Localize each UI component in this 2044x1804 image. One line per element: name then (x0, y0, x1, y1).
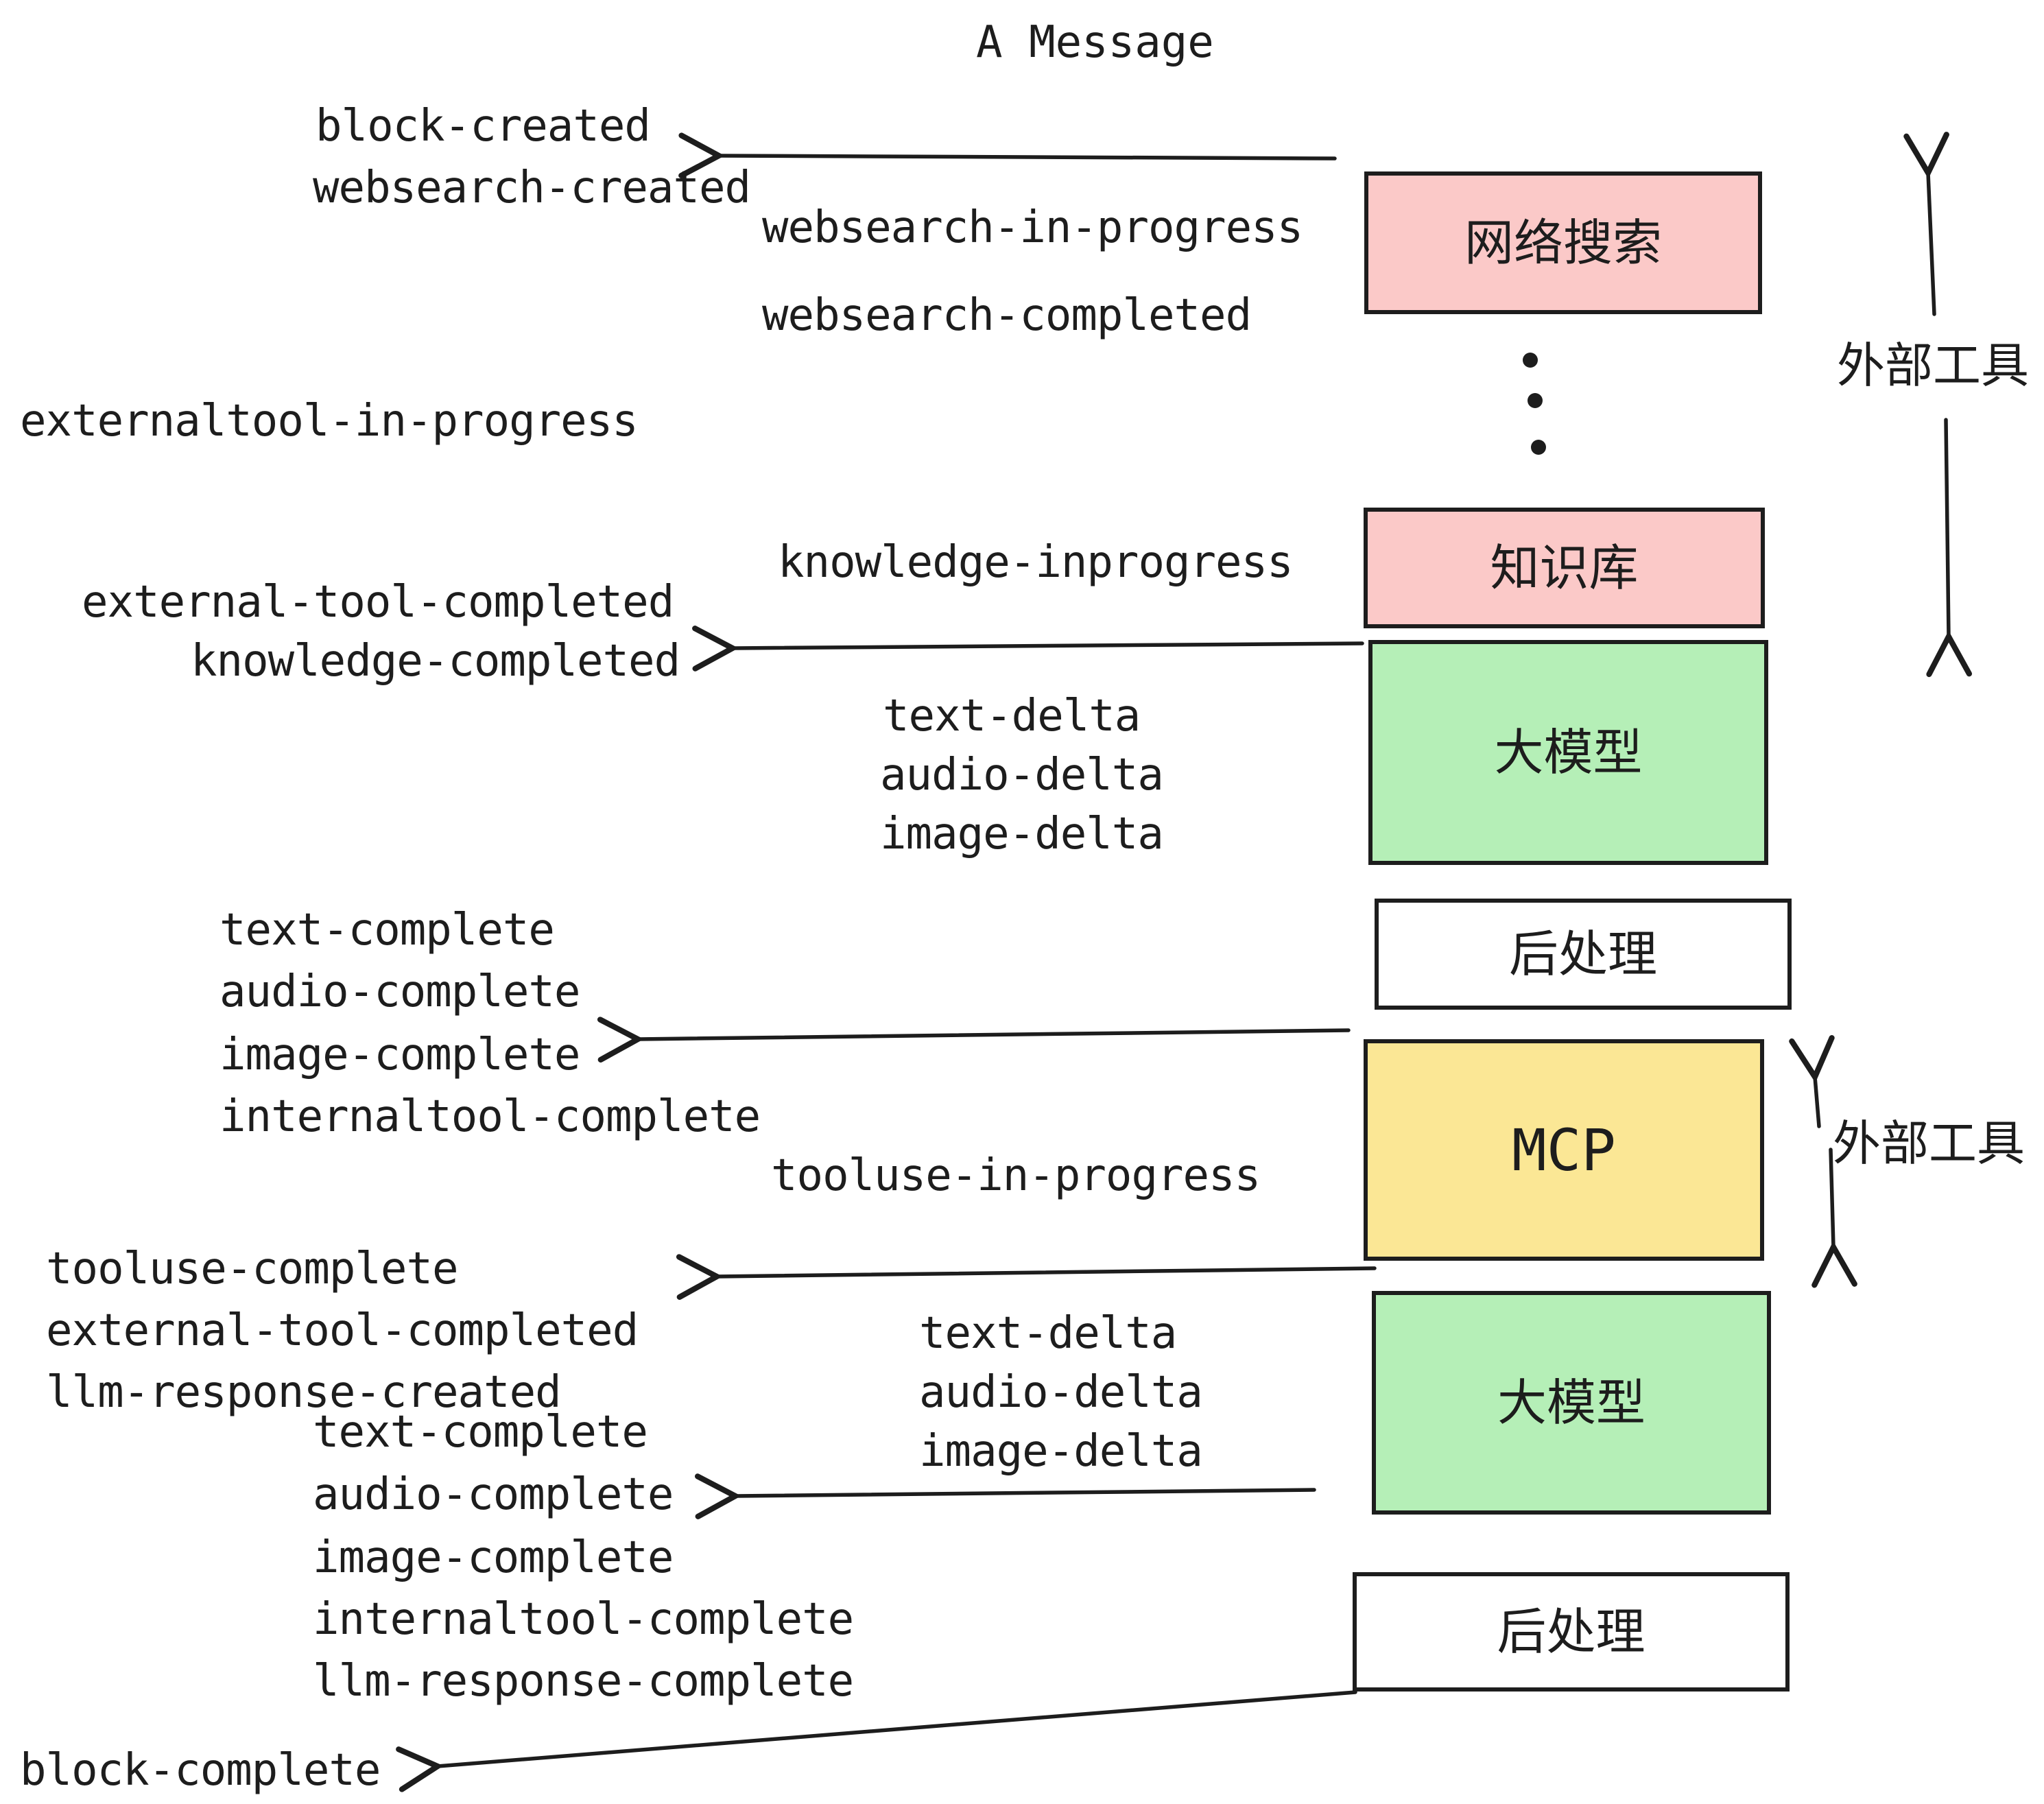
event-block-created: block-created (316, 101, 651, 152)
event-llm-response-created: llm-response-created (46, 1367, 562, 1418)
box-llm-1-label: 大模型 (1494, 724, 1643, 781)
page-title: A Message (976, 17, 1214, 68)
event-text-complete-1: text-complete (219, 905, 555, 956)
event-tooluse-complete: tooluse-complete (46, 1244, 458, 1294)
box-mcp: MCP (1364, 1039, 1764, 1261)
side-label-external-tools-1: 外部工具 (1837, 337, 2029, 394)
event-image-complete-1: image-complete (219, 1030, 580, 1080)
event-image-delta-2: image-delta (919, 1426, 1203, 1477)
event-audio-complete-2: audio-complete (313, 1469, 674, 1520)
arrow-block-complete (396, 1690, 1357, 1792)
event-internaltool-complete-2: internaltool-complete (313, 1594, 854, 1645)
event-websearch-created: websearch-created (313, 163, 751, 213)
box-llm-2: 大模型 (1372, 1291, 1771, 1515)
event-text-delta-2: text-delta (919, 1308, 1177, 1359)
event-websearch-completed: websearch-completed (762, 290, 1252, 341)
arrow-tooluse-complete (676, 1254, 1377, 1301)
box-websearch-label: 网络搜索 (1464, 214, 1662, 272)
arrow-image-complete (597, 1017, 1351, 1063)
event-external-tool-completed: external-tool-completed (82, 577, 674, 628)
box-websearch: 网络搜索 (1364, 171, 1762, 314)
box-mcp-label: MCP (1512, 1116, 1616, 1184)
arrow-external-tools-2-up (1789, 1035, 1835, 1128)
box-post-2: 后处理 (1353, 1572, 1790, 1692)
event-block-complete: block-complete (20, 1745, 381, 1796)
vertical-ellipsis-icon (1523, 353, 1546, 455)
event-tooluse-in-progress: tooluse-in-progress (771, 1150, 1261, 1201)
event-knowledge-inprogress: knowledge-inprogress (778, 537, 1294, 588)
arrow-websearch-created (678, 132, 1337, 179)
arrow-external-tools-1-up (1903, 132, 1949, 316)
event-text-complete-2: text-complete (313, 1407, 648, 1458)
event-knowledge-completed: knowledge-completed (191, 636, 680, 687)
box-knowledge: 知识库 (1364, 508, 1765, 628)
event-externaltool-in-progress: externaltool-in-progress (20, 396, 639, 447)
event-image-complete-2: image-complete (313, 1532, 674, 1583)
event-external-tool-completed-2: external-tool-completed (46, 1305, 639, 1356)
arrow-audio-complete (694, 1473, 1316, 1519)
event-audio-delta-1: audio-delta (880, 750, 1164, 800)
event-internaltool-complete-1: internaltool-complete (219, 1091, 761, 1142)
arrow-external-tools-1-down (1926, 418, 1973, 678)
event-llm-response-complete: llm-response-complete (313, 1656, 854, 1707)
arrow-external-tools-2-down (1811, 1148, 1857, 1288)
event-text-delta-1: text-delta (883, 691, 1141, 741)
box-llm-2-label: 大模型 (1497, 1374, 1645, 1432)
box-post-1-label: 后处理 (1508, 925, 1657, 983)
box-knowledge-label: 知识库 (1490, 539, 1639, 597)
event-audio-complete-1: audio-complete (219, 966, 580, 1017)
event-image-delta-1: image-delta (880, 809, 1164, 859)
event-websearch-in-progress: websearch-in-progress (762, 202, 1303, 253)
side-label-external-tools-2: 外部工具 (1833, 1115, 2025, 1172)
box-llm-1: 大模型 (1368, 640, 1768, 865)
arrow-knowledge-completed (692, 626, 1364, 672)
box-post-1: 后处理 (1375, 899, 1792, 1010)
box-post-2-label: 后处理 (1497, 1603, 1645, 1661)
event-audio-delta-2: audio-delta (919, 1367, 1203, 1418)
